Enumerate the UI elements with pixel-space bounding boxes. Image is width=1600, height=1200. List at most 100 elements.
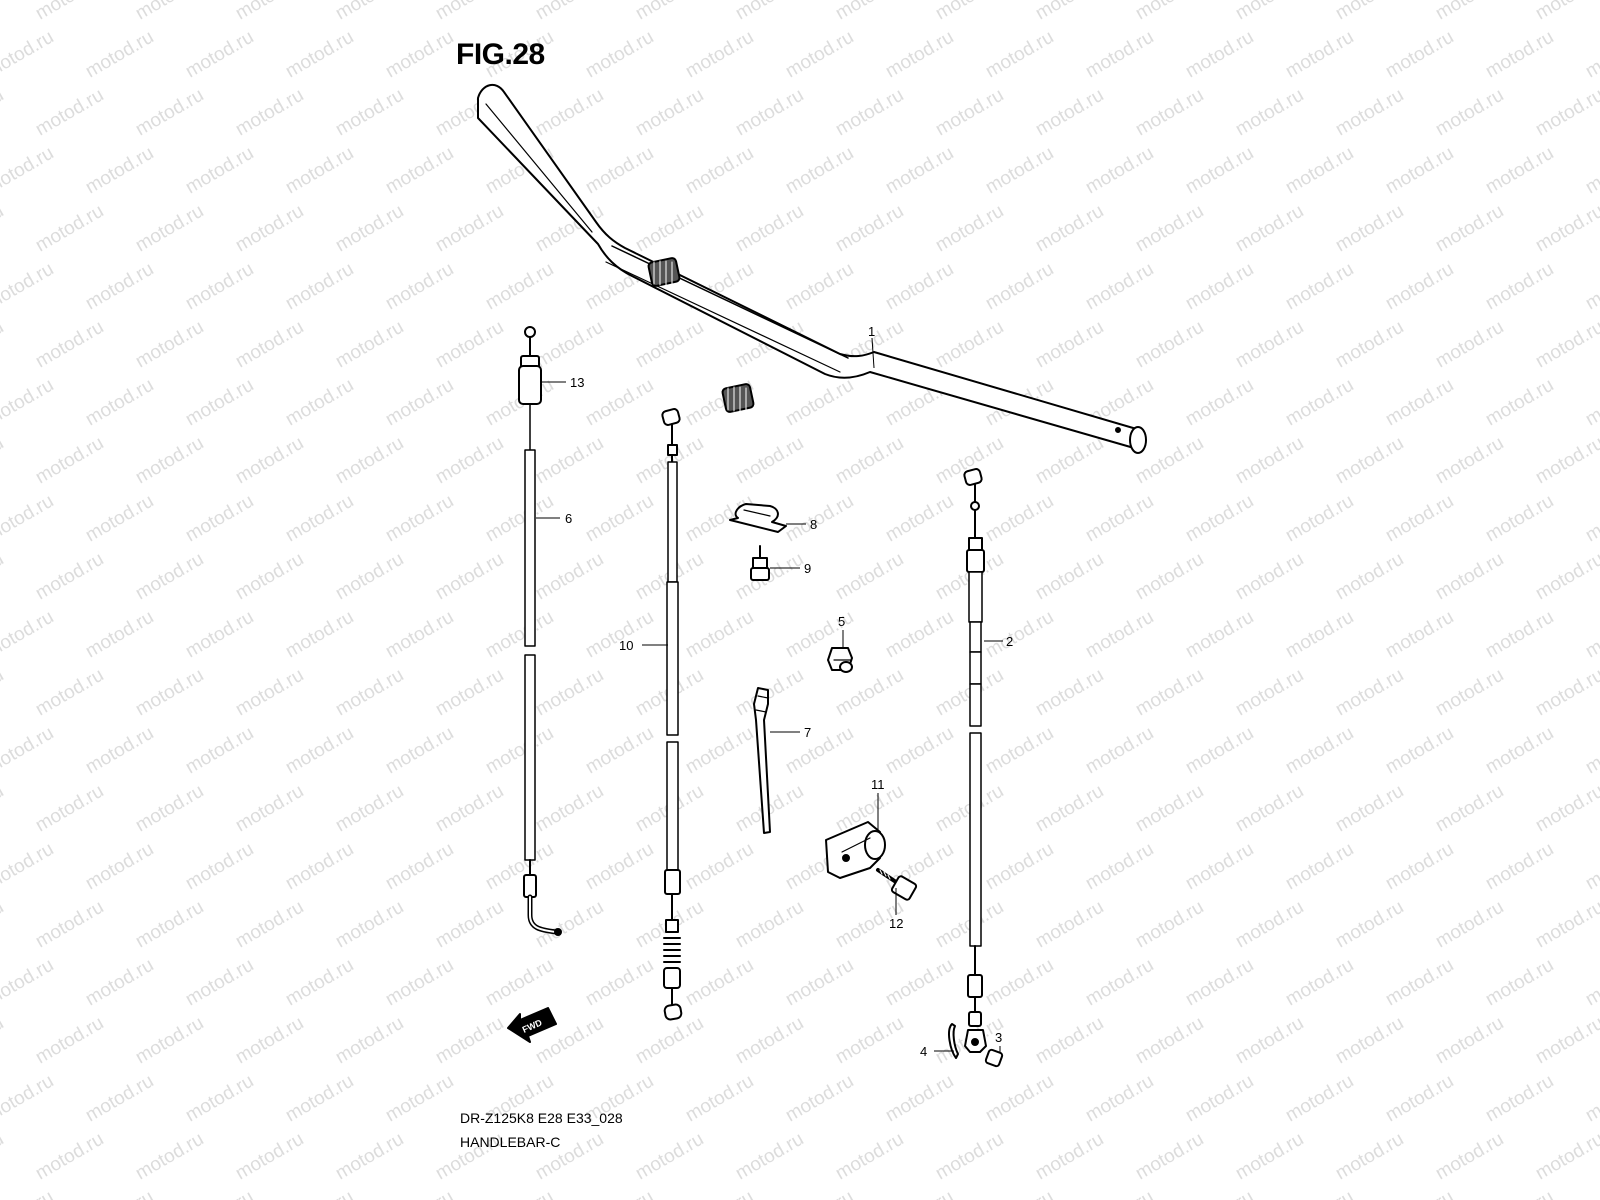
watermark-text: motod.ru bbox=[932, 1129, 1007, 1185]
watermark-text: motod.ru bbox=[1332, 1013, 1407, 1069]
watermark-text: motod.ru bbox=[132, 549, 207, 605]
watermark-text: motod.ru bbox=[1332, 0, 1407, 24]
watermark-text: motod.ru bbox=[1032, 665, 1107, 721]
watermark-text: motod.ru bbox=[682, 723, 757, 779]
watermark-text: motod.ru bbox=[582, 491, 657, 547]
watermark-text: motod.ru bbox=[1182, 1187, 1257, 1200]
watermark-text: motod.ru bbox=[32, 201, 107, 257]
watermark-text: motod.ru bbox=[882, 259, 957, 315]
watermark-text: motod.ru bbox=[682, 27, 757, 83]
watermark-text: motod.ru bbox=[1382, 1187, 1457, 1200]
watermark-text: motod.ru bbox=[1582, 375, 1600, 431]
watermark-text: motod.ru bbox=[1182, 375, 1257, 431]
watermark-text: motod.ru bbox=[1282, 143, 1357, 199]
watermark-text: motod.ru bbox=[1582, 259, 1600, 315]
watermark-text: motod.ru bbox=[832, 201, 907, 257]
watermark-text: motod.ru bbox=[182, 955, 257, 1011]
watermark-text: motod.ru bbox=[782, 491, 857, 547]
watermark-text: motod.ru bbox=[132, 201, 207, 257]
watermark-text: motod.ru bbox=[32, 665, 107, 721]
watermark-text: motod.ru bbox=[682, 1071, 757, 1127]
watermark-text: motod.ru bbox=[782, 723, 857, 779]
watermark-text: motod.ru bbox=[1532, 433, 1600, 489]
watermark-text: motod.ru bbox=[632, 201, 707, 257]
watermark-text: motod.ru bbox=[32, 1129, 107, 1185]
watermark-text: motod.ru bbox=[1382, 839, 1457, 895]
watermark-text: motod.ru bbox=[1082, 143, 1157, 199]
watermark-text: motod.ru bbox=[32, 549, 107, 605]
watermark-text: motod.ru bbox=[1332, 1129, 1407, 1185]
watermark-text: motod.ru bbox=[332, 897, 407, 953]
watermark-text: motod.ru bbox=[1482, 607, 1557, 663]
watermark-text: motod.ru bbox=[1432, 665, 1507, 721]
watermark-text: motod.ru bbox=[982, 607, 1057, 663]
watermark-text: motod.ru bbox=[82, 955, 157, 1011]
watermark-text: motod.ru bbox=[1132, 85, 1207, 141]
watermark-text: motod.ru bbox=[332, 665, 407, 721]
watermark-text: motod.ru bbox=[1582, 491, 1600, 547]
watermark-text: motod.ru bbox=[882, 491, 957, 547]
watermark-text: motod.ru bbox=[132, 433, 207, 489]
watermark-text: motod.ru bbox=[1332, 897, 1407, 953]
watermark-text: motod.ru bbox=[1332, 201, 1407, 257]
watermark-text: motod.ru bbox=[582, 607, 657, 663]
watermark-text: motod.ru bbox=[0, 1187, 57, 1200]
callout-12: 12 bbox=[889, 916, 903, 931]
watermark-text: motod.ru bbox=[32, 781, 107, 837]
watermark-text: motod.ru bbox=[1282, 723, 1357, 779]
watermark-text: motod.ru bbox=[1532, 85, 1600, 141]
watermark-text: motod.ru bbox=[1332, 665, 1407, 721]
watermark-text: motod.ru bbox=[1132, 0, 1207, 24]
watermark-text: motod.ru bbox=[1032, 781, 1107, 837]
watermark-text: motod.ru bbox=[1082, 955, 1157, 1011]
watermark-text: motod.ru bbox=[1382, 607, 1457, 663]
watermark-text: motod.ru bbox=[582, 723, 657, 779]
watermark-text: motod.ru bbox=[1132, 549, 1207, 605]
watermark-text: motod.ru bbox=[532, 781, 607, 837]
watermark-text: motod.ru bbox=[682, 607, 757, 663]
watermark-text: motod.ru bbox=[732, 665, 807, 721]
watermark-text: motod.ru bbox=[1532, 201, 1600, 257]
watermark-text: motod.ru bbox=[1382, 723, 1457, 779]
watermark-text: motod.ru bbox=[782, 143, 857, 199]
watermark-text: motod.ru bbox=[1082, 723, 1157, 779]
watermark-text: motod.ru bbox=[232, 549, 307, 605]
watermark-text: motod.ru bbox=[1432, 781, 1507, 837]
watermark-text: motod.ru bbox=[1332, 85, 1407, 141]
watermark-text: motod.ru bbox=[1282, 491, 1357, 547]
watermark-text: motod.ru bbox=[282, 143, 357, 199]
watermark-text: motod.ru bbox=[332, 781, 407, 837]
watermark-text: motod.ru bbox=[482, 723, 557, 779]
watermark-text: motod.ru bbox=[0, 433, 7, 489]
watermark-text: motod.ru bbox=[0, 549, 7, 605]
watermark-text: motod.ru bbox=[732, 1013, 807, 1069]
watermark-text: motod.ru bbox=[882, 1187, 957, 1200]
watermark-text: motod.ru bbox=[1182, 27, 1257, 83]
callout-4: 4 bbox=[920, 1044, 927, 1059]
watermark-text: motod.ru bbox=[1532, 317, 1600, 373]
watermark-text: motod.ru bbox=[482, 259, 557, 315]
watermark-text: motod.ru bbox=[1232, 0, 1307, 24]
watermark-text: motod.ru bbox=[1282, 955, 1357, 1011]
watermark-text: motod.ru bbox=[1182, 491, 1257, 547]
watermark-text: motod.ru bbox=[832, 0, 907, 24]
watermark-text: motod.ru bbox=[0, 85, 7, 141]
watermark-text: motod.ru bbox=[0, 1071, 57, 1127]
watermark-text: motod.ru bbox=[1582, 1187, 1600, 1200]
watermark-text: motod.ru bbox=[1382, 955, 1457, 1011]
watermark-text: motod.ru bbox=[1132, 781, 1207, 837]
pin bbox=[948, 1023, 959, 1059]
watermark-text: motod.ru bbox=[1032, 897, 1107, 953]
watermark-text: motod.ru bbox=[1232, 781, 1307, 837]
watermark-text: motod.ru bbox=[132, 0, 207, 24]
watermark-text: motod.ru bbox=[1182, 723, 1257, 779]
handlebar-grip-left bbox=[647, 257, 681, 287]
watermark-text: motod.ru bbox=[382, 491, 457, 547]
watermark-text: motod.ru bbox=[932, 85, 1007, 141]
watermark-text: motod.ru bbox=[1582, 1071, 1600, 1127]
watermark-text: motod.ru bbox=[1532, 665, 1600, 721]
watermark-text: motod.ru bbox=[182, 723, 257, 779]
cable-right bbox=[963, 468, 987, 1053]
watermark-text: motod.ru bbox=[532, 317, 607, 373]
